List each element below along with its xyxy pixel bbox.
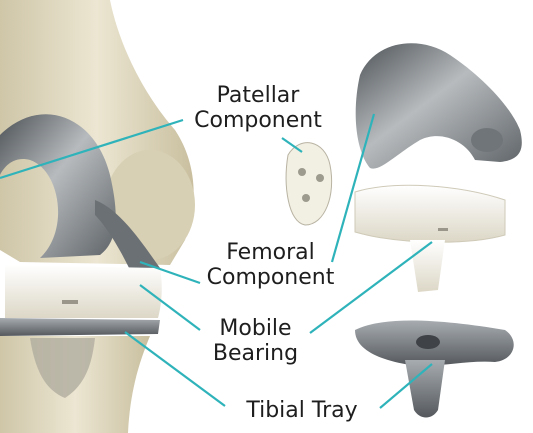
patellar-component-label: Patellar Component xyxy=(188,83,328,133)
tibial-tray xyxy=(355,321,514,418)
patellar-component xyxy=(286,143,331,225)
tibial-tray-label: Tibial Tray xyxy=(232,398,372,423)
femoral-component xyxy=(356,43,522,168)
patellar-label-line-1: Patellar xyxy=(188,83,328,108)
femoral-component-label: Femoral Component xyxy=(198,240,343,290)
tibial-label-line-1: Tibial Tray xyxy=(232,398,372,423)
mobile-label-line-2: Bearing xyxy=(198,341,313,366)
patellar-label-line-2: Component xyxy=(188,108,328,133)
mobile-label-line-1: Mobile xyxy=(198,316,313,341)
femoral-label-line-1: Femoral xyxy=(198,240,343,265)
assembled-knee xyxy=(0,0,195,433)
mobile-bearing-label: Mobile Bearing xyxy=(198,316,313,366)
mobile-bearing xyxy=(355,185,505,292)
bearing-mark xyxy=(62,300,78,304)
femoral-label-line-2: Component xyxy=(198,265,343,290)
tibial-tray-assembled xyxy=(0,318,160,336)
mobile-bearing-assembled xyxy=(5,265,162,318)
